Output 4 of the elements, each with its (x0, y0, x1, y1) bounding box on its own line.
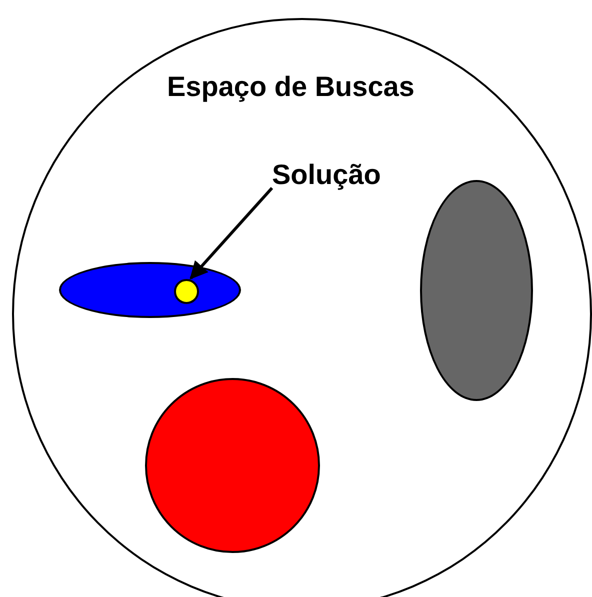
solution-circle (174, 279, 199, 304)
solution-label: Solução (272, 158, 412, 194)
arrow (190, 187, 274, 280)
node-label: Espaço de Buscas (167, 70, 414, 104)
